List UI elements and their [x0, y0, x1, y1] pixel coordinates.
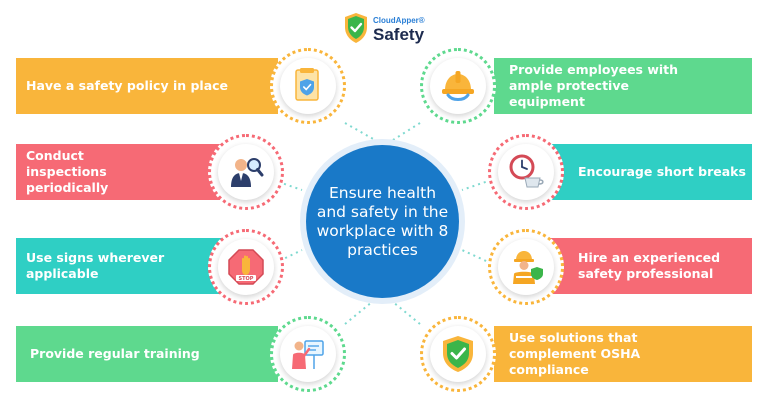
practice-label: Use signs wherever applicable — [26, 250, 165, 281]
shield-check-icon — [345, 13, 367, 43]
practice-label: Provide employees with ample protective … — [509, 62, 679, 109]
icon-ring-safety-professional — [488, 229, 564, 305]
practice-band-short-breaks: Encourage short breaks — [550, 144, 752, 200]
icon-ring-protective-equipment — [420, 48, 496, 124]
hard-hat-icon — [442, 71, 474, 101]
practice-label: Provide regular training — [30, 346, 200, 361]
icon-ring-short-breaks — [488, 134, 564, 210]
practice-label: Hire an experienced safety professional — [578, 250, 721, 281]
icon-ring-osha — [420, 316, 496, 392]
practice-label: Conduct inspections periodically — [26, 148, 109, 195]
icon-ring-training — [270, 316, 346, 392]
logo-brand-text: CloudApper® — [373, 16, 425, 25]
practice-band-safety-policy: Have a safety policy in place — [16, 58, 278, 114]
icon-ring-inspections — [208, 134, 284, 210]
safety-worker-icon — [513, 251, 543, 284]
practice-band-safety-professional: Hire an experienced safety professional — [550, 238, 752, 294]
cloudapper-safety-logo: CloudApper® Safety — [343, 12, 443, 46]
logo-title: Safety — [373, 25, 425, 44]
center-text: Ensure health and safety in the workplac… — [316, 183, 449, 259]
stop-sign-icon: STOP — [228, 249, 264, 285]
practice-label: Have a safety policy in place — [26, 78, 229, 93]
svg-text:STOP: STOP — [239, 276, 254, 282]
practice-label: Use solutions that complement OSHA compl… — [509, 330, 641, 377]
practice-label: Encourage short breaks — [578, 164, 746, 179]
training-presentation-icon — [292, 340, 324, 369]
icon-ring-policy — [270, 48, 346, 124]
inspector-magnifier-icon — [231, 158, 264, 187]
practice-band-osha: Use solutions that complement OSHA compl… — [494, 326, 752, 382]
coffee-break-icon — [509, 154, 544, 188]
practice-band-training: Provide regular training — [16, 326, 278, 382]
policy-document-icon — [295, 68, 319, 101]
center-circle: Ensure health and safety in the workplac… — [306, 145, 459, 298]
practice-band-protective-equipment: Provide employees with ample protective … — [494, 58, 752, 114]
shield-check-icon — [443, 336, 473, 372]
icon-ring-signs: STOP — [208, 229, 284, 305]
